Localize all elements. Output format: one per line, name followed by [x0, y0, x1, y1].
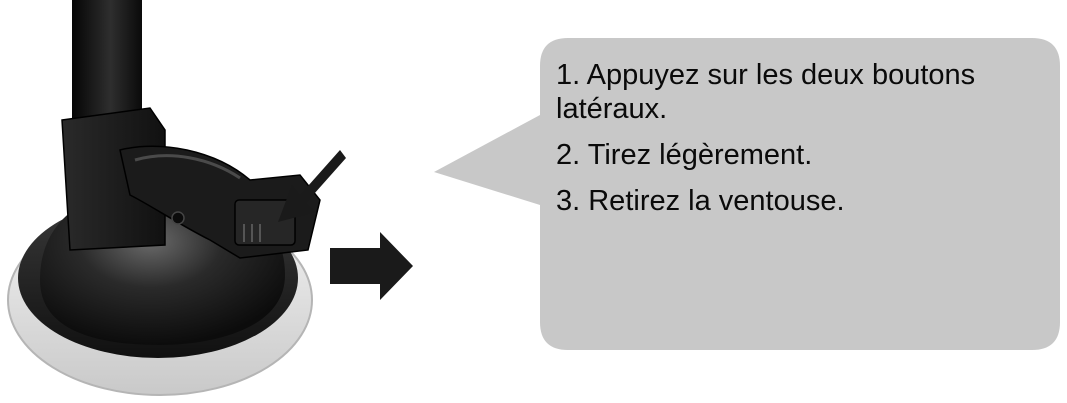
button-grip-ribs	[243, 224, 261, 242]
step-1: 1. Appuyez sur les deux boutons latéraux…	[556, 58, 1056, 126]
step-3: 3. Retirez la ventouse.	[556, 185, 845, 217]
arrow-right-icon	[330, 232, 413, 300]
pivot-screw	[171, 211, 185, 225]
step-2: 2. Tirez légèrement.	[556, 139, 813, 171]
step-1-line-1: 1. Appuyez sur les deux boutons	[556, 59, 976, 91]
press-arrow-icon	[278, 150, 346, 222]
suction-cup-mount-photo	[7, 0, 346, 396]
speech-bubble	[434, 38, 1060, 350]
step-1-line-2: latéraux.	[556, 93, 668, 125]
side-release-button	[234, 199, 296, 246]
gooseneck-pole	[72, 0, 142, 130]
instruction-text: 1. Appuyez sur les deux boutons latéraux…	[556, 58, 1056, 218]
lever-highlight	[134, 154, 241, 180]
